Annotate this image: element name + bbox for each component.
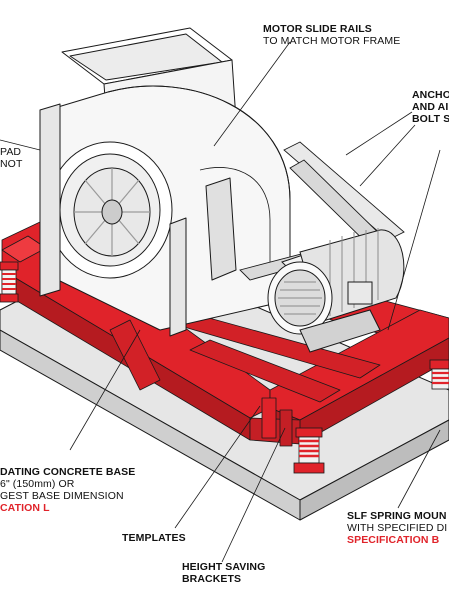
electric-motor-icon: [267, 228, 405, 353]
anchor-line-1: ANCHO: [412, 89, 449, 101]
spring-mount-icon: [0, 261, 449, 474]
slf-spring-spec: SPECIFICATION B: [347, 534, 440, 546]
floating-base-line-3: GEST BASE DIMENSION: [0, 490, 124, 502]
slf-spring-mount-label: SLF SPRING MOUN WITH SPECIFIED DI SPECIF…: [347, 510, 447, 546]
height-saving-line-1: HEIGHT SAVING: [182, 561, 266, 573]
motor-slide-rails-title: MOTOR SLIDE RAILS: [263, 23, 372, 35]
pad-line-1: PAD: [0, 146, 22, 158]
pad-label: PAD NOT: [0, 146, 22, 170]
floating-base-spec: CATION L: [0, 502, 50, 514]
motor-slide-rails-subtitle: TO MATCH MOTOR FRAME: [263, 35, 401, 47]
floating-base-line-2: 6" (150mm) OR: [0, 478, 75, 490]
centrifugal-fan-icon: [39, 27, 291, 337]
pad-line-2: NOT: [0, 158, 23, 170]
anchor-bolt-label: ANCHO AND AI BOLT S: [412, 89, 449, 125]
floating-concrete-base-label: DATING CONCRETE BASE 6" (150mm) OR GEST …: [0, 466, 135, 514]
slf-spring-line-2: WITH SPECIFIED DI: [347, 522, 448, 534]
callout-leader-lines: [0, 41, 441, 563]
motor-slide-rails-label: MOTOR SLIDE RAILS TO MATCH MOTOR FRAME: [263, 23, 400, 47]
slf-spring-title: SLF SPRING MOUN: [347, 510, 447, 522]
height-saving-line-2: BRACKETS: [182, 573, 242, 585]
anchor-line-3: BOLT S: [412, 113, 449, 125]
anchor-line-2: AND AI: [412, 101, 449, 113]
floating-base-title: DATING CONCRETE BASE: [0, 466, 136, 478]
height-saving-brackets-label: HEIGHT SAVING BRACKETS: [182, 561, 265, 585]
templates-label: TEMPLATES: [122, 532, 186, 544]
